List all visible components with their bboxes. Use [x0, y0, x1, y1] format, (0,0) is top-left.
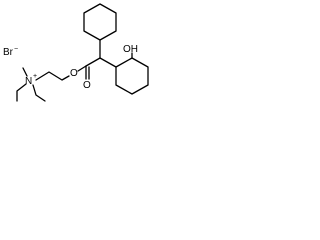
- nitrogen-charge: +: [33, 73, 37, 80]
- ester-bond: [77, 65, 87, 72]
- bromide-symbol: Br: [3, 47, 14, 58]
- ethylene-linker-bond: [35, 71, 70, 81]
- chemical-structure-diagram: Br − N + O O OH: [3, 3, 149, 102]
- n-ethyl-bond-right: [32, 84, 46, 102]
- n-ethyl-bond-left: [16, 83, 27, 102]
- hydroxycyclohexyl-ring: [115, 57, 149, 95]
- n-methyl-bond: [22, 67, 28, 77]
- alpha-to-hydroxycyclohexyl-bond: [99, 57, 117, 68]
- hydroxyl-label: OH: [123, 44, 138, 55]
- bromide-charge: −: [14, 46, 18, 53]
- bromide-counterion: Br −: [3, 46, 18, 58]
- ammonium-group: N +: [25, 73, 37, 87]
- carbonyl-oxygen-label: O: [83, 80, 91, 91]
- carbonyl-to-alpha-bond: [85, 57, 101, 67]
- cyclohexyl-ring: [83, 3, 117, 41]
- structure-canvas: Br − N + O O OH: [0, 0, 169, 111]
- ester-oxygen-label: O: [70, 68, 78, 79]
- nitrogen-symbol: N: [25, 76, 32, 87]
